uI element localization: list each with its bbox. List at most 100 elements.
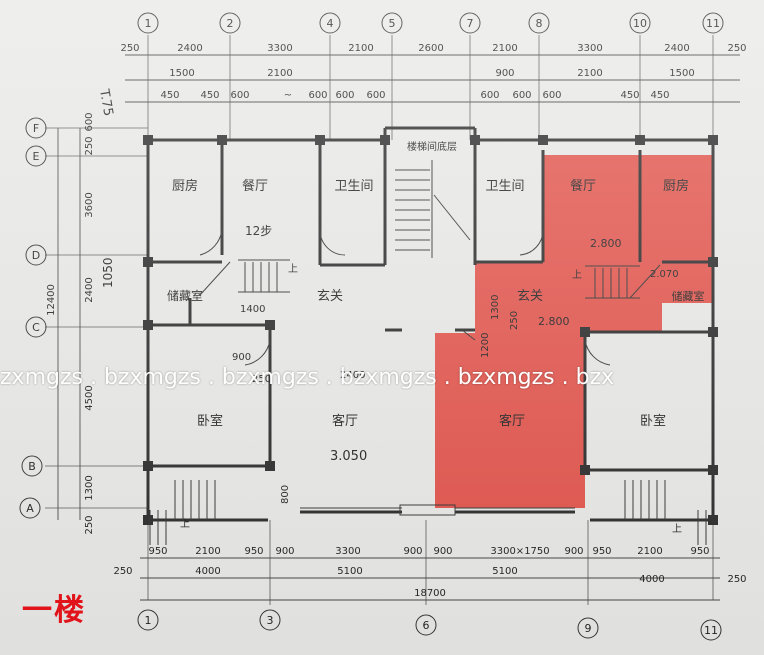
axis-label-left: B — [28, 460, 36, 473]
bottom-dimensions: 950 2100 950 900 3300 900 900 3300×1750 … — [113, 546, 746, 599]
floor-title: 一楼 — [22, 593, 86, 628]
dimension-text: 900 — [275, 546, 294, 557]
axis-label-top: 8 — [536, 17, 543, 30]
openings — [199, 229, 611, 516]
axis-label-bottom: 9 — [585, 622, 592, 635]
left-dimension-lines — [57, 128, 81, 520]
dimension-2400: 2400 — [340, 370, 365, 381]
elevation-2800a: 2.800 — [590, 237, 622, 250]
room-label-bedroom-left: 卧室 — [197, 413, 223, 429]
dimension-1200: 1200 — [480, 333, 491, 358]
dimension-text: 250 — [727, 574, 746, 585]
axis-label-top: 2 — [227, 17, 234, 30]
dimension-text: 450 — [650, 90, 669, 101]
dimension-text: 250 — [727, 43, 746, 54]
room-label-bath-right: 卫生间 — [485, 179, 524, 194]
dimension-text: 2100 — [348, 43, 373, 54]
room-label-living-right: 客厅 — [499, 413, 525, 429]
axis-label-bottom: 11 — [704, 624, 718, 637]
dimension-250: 250 — [252, 374, 271, 385]
room-label-living-left: 客厅 — [332, 413, 358, 429]
room-label-stair-hall: 楼梯间底层 — [407, 140, 457, 153]
axis-label-left: C — [32, 321, 40, 334]
dimension-total: 18700 — [414, 588, 446, 599]
room-label-dining-left: 餐厅 — [242, 178, 268, 194]
dimension-text: 450 — [620, 90, 639, 101]
highlight-zone — [435, 155, 712, 508]
dimension-800: 800 — [280, 485, 291, 504]
dimension-text: 900 — [564, 546, 583, 557]
axis-label-top: 11 — [706, 17, 720, 30]
dimension-text: 950 — [148, 546, 167, 557]
dimension-text: 2400 — [177, 43, 202, 54]
dimension-text: 3600 — [84, 192, 95, 217]
columns — [143, 135, 718, 525]
dimension-250b: 250 — [509, 311, 520, 330]
axis-label-top: 1 — [145, 17, 152, 30]
axis-label-left: D — [32, 249, 40, 262]
room-label-kitchen-right: 厨房 — [663, 178, 689, 194]
dimension-text: 600 — [512, 90, 531, 101]
dimension-text: 600 — [84, 112, 95, 131]
dimension-text: 4000 — [639, 574, 664, 585]
dimension-text: 600 — [308, 90, 327, 101]
dimension-text: 600 — [366, 90, 385, 101]
dimension-text: 950 — [592, 546, 611, 557]
dimension-text: 1500 — [669, 68, 694, 79]
watermark: zxmgzs . bzxmgzs . bzxmgzs . bzxmgzs . b… — [0, 365, 615, 390]
dimension-text: 450 — [160, 90, 179, 101]
stair-central — [395, 160, 471, 258]
dimension-text: 950 — [244, 546, 263, 557]
room-label-storage-right: 储藏室 — [672, 289, 705, 303]
dimension-text: 250 — [120, 43, 139, 54]
dimension-text: 12400 — [46, 284, 57, 316]
top-dimensions: 250 2400 3300 2100 2600 2100 3300 2400 2… — [120, 43, 746, 101]
entry-steps — [149, 480, 707, 545]
room-label-foyer-right: 玄关 — [517, 289, 543, 304]
room-label-bedroom-right: 卧室 — [640, 413, 666, 429]
dimension-text: 600 — [542, 90, 561, 101]
dimension-text: 2100 — [267, 68, 292, 79]
up-mark: 上 — [572, 269, 582, 281]
dimension-text: 2400 — [664, 43, 689, 54]
note-t: T.75 — [96, 87, 116, 117]
left-dimensions: 12400 600 250 3600 2400 4500 1300 250 — [46, 112, 95, 534]
top-dimension-lines — [125, 54, 740, 103]
dimension-text: 3300 — [335, 546, 360, 557]
dimension-text: 2100 — [577, 68, 602, 79]
room-label-storage-left: 储藏室 — [167, 288, 203, 303]
dimension-text: 2100 — [195, 546, 220, 557]
dimension-text: 3300×1750 — [490, 546, 549, 557]
elevation-2800b: 2.800 — [538, 315, 570, 328]
axis-label-bottom: 3 — [267, 614, 274, 627]
up-mark: 上 — [180, 518, 190, 530]
axis-label-left: F — [33, 122, 39, 135]
dimension-text: 600 — [480, 90, 499, 101]
dimension-text: 450 — [200, 90, 219, 101]
elevation-3050: 3.050 — [330, 449, 367, 464]
axis-bubbles-bottom — [137, 609, 722, 641]
dimension-text: 2100 — [492, 43, 517, 54]
dimension-text: 1300 — [84, 475, 95, 500]
room-label-bath-left: 卫生间 — [334, 179, 373, 194]
dimension-text: 900 — [433, 546, 452, 557]
dimension-text: 900 — [403, 546, 422, 557]
dimension-text: 3300 — [267, 43, 292, 54]
room-label-dining-right: 餐厅 — [570, 178, 596, 194]
dimension-1300: 1300 — [490, 295, 501, 320]
axis-label-top: 5 — [389, 17, 396, 30]
dimension-text: 2400 — [84, 277, 95, 302]
dimension-text: 950 — [690, 546, 709, 557]
dimension-text: 2600 — [418, 43, 443, 54]
walls — [146, 126, 715, 522]
note-steps: 12步 — [245, 224, 272, 238]
axis-label-bottom: 6 — [423, 619, 430, 632]
room-label-kitchen-left: 厨房 — [172, 178, 198, 194]
room-label-foyer-left: 玄关 — [317, 289, 343, 304]
dimension-text: 250 — [84, 136, 95, 155]
axis-bubbles-top — [137, 12, 724, 34]
dimension-text: 3300 — [577, 43, 602, 54]
dimension-text: 600 — [230, 90, 249, 101]
stair-left — [199, 259, 290, 296]
